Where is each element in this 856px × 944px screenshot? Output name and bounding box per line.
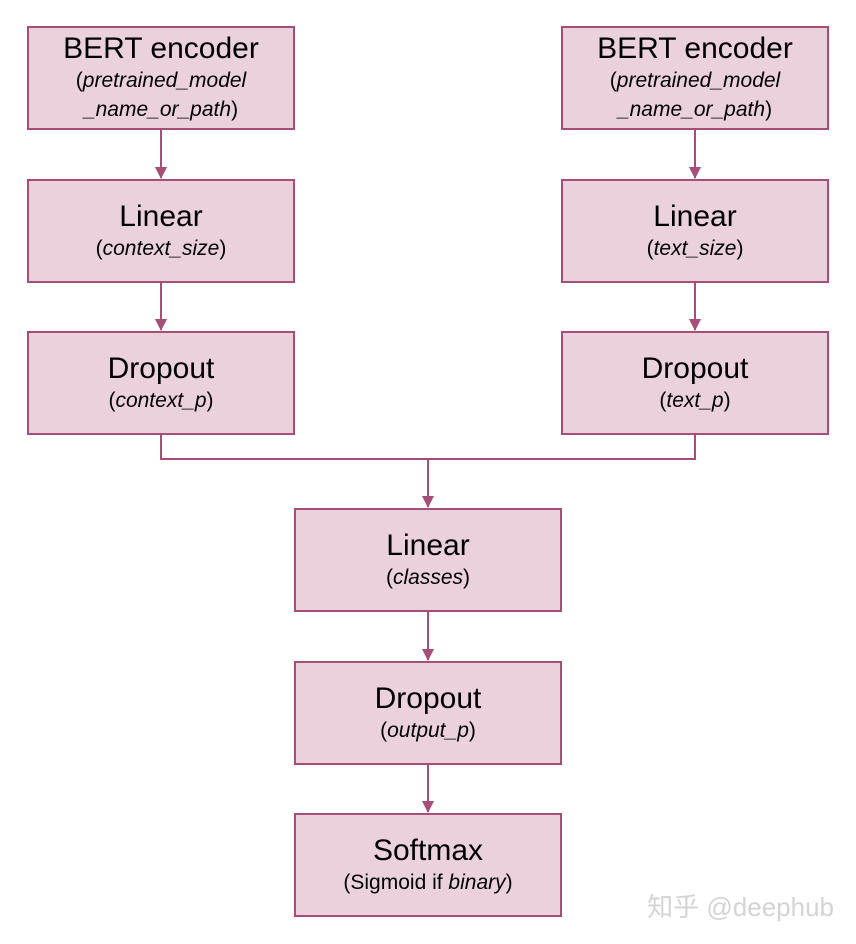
node-title: Softmax [372,833,484,867]
softmax-node: Softmax (Sigmoid if binary) [294,813,562,917]
node-param: (classes) [385,565,471,589]
node-title: BERT encoder [63,32,259,65]
linear-text-node: Linear (text_size) [561,179,829,283]
node-param: (pretrained_model_name_or_path) [75,69,247,121]
bert-encoder-left-node: BERT encoder (pretrained_model_name_or_p… [27,26,295,130]
node-param: (text_p) [659,388,731,412]
node-param: (context_p) [108,388,214,412]
watermark-text: 知乎 @deephub [647,892,834,922]
dropout-output-node: Dropout (output_p) [294,661,562,765]
node-note-text: Sigmoid if [350,870,449,894]
node-param-text: output_p [387,718,469,742]
linear-classes-node: Linear (classes) [294,508,562,612]
node-param-text: _name_or_path [83,98,232,121]
dropout-text-node: Dropout (text_p) [561,331,829,435]
node-param-text: text_p [666,388,724,412]
node-param: (pretrained_model_name_or_path) [609,69,781,121]
node-param: (Sigmoid if binary) [343,870,513,894]
merge-connector [160,435,696,460]
node-param-text: text_size [653,236,737,260]
node-title: Dropout [641,351,749,385]
node-param: (text_size) [646,236,744,260]
node-param-text: _name_or_path [617,98,766,121]
node-param-text: pretrained_model [82,69,247,92]
bert-encoder-right-node: BERT encoder (pretrained_model_name_or_p… [561,26,829,130]
node-title: Linear [119,199,203,233]
node-param-text: context_size [102,236,220,260]
node-param-text: classes [392,565,464,589]
node-title: BERT encoder [597,32,793,65]
node-param-text: binary [448,870,506,894]
node-title: Linear [386,528,470,562]
node-title: Linear [653,199,737,233]
node-param-text: context_p [115,388,207,412]
node-param: (context_size) [95,236,227,260]
dropout-context-node: Dropout (context_p) [27,331,295,435]
node-param-text: pretrained_model [616,69,781,92]
node-title: Dropout [107,351,215,385]
node-title: Dropout [374,681,482,715]
linear-context-node: Linear (context_size) [27,179,295,283]
node-param: (output_p) [380,718,476,742]
